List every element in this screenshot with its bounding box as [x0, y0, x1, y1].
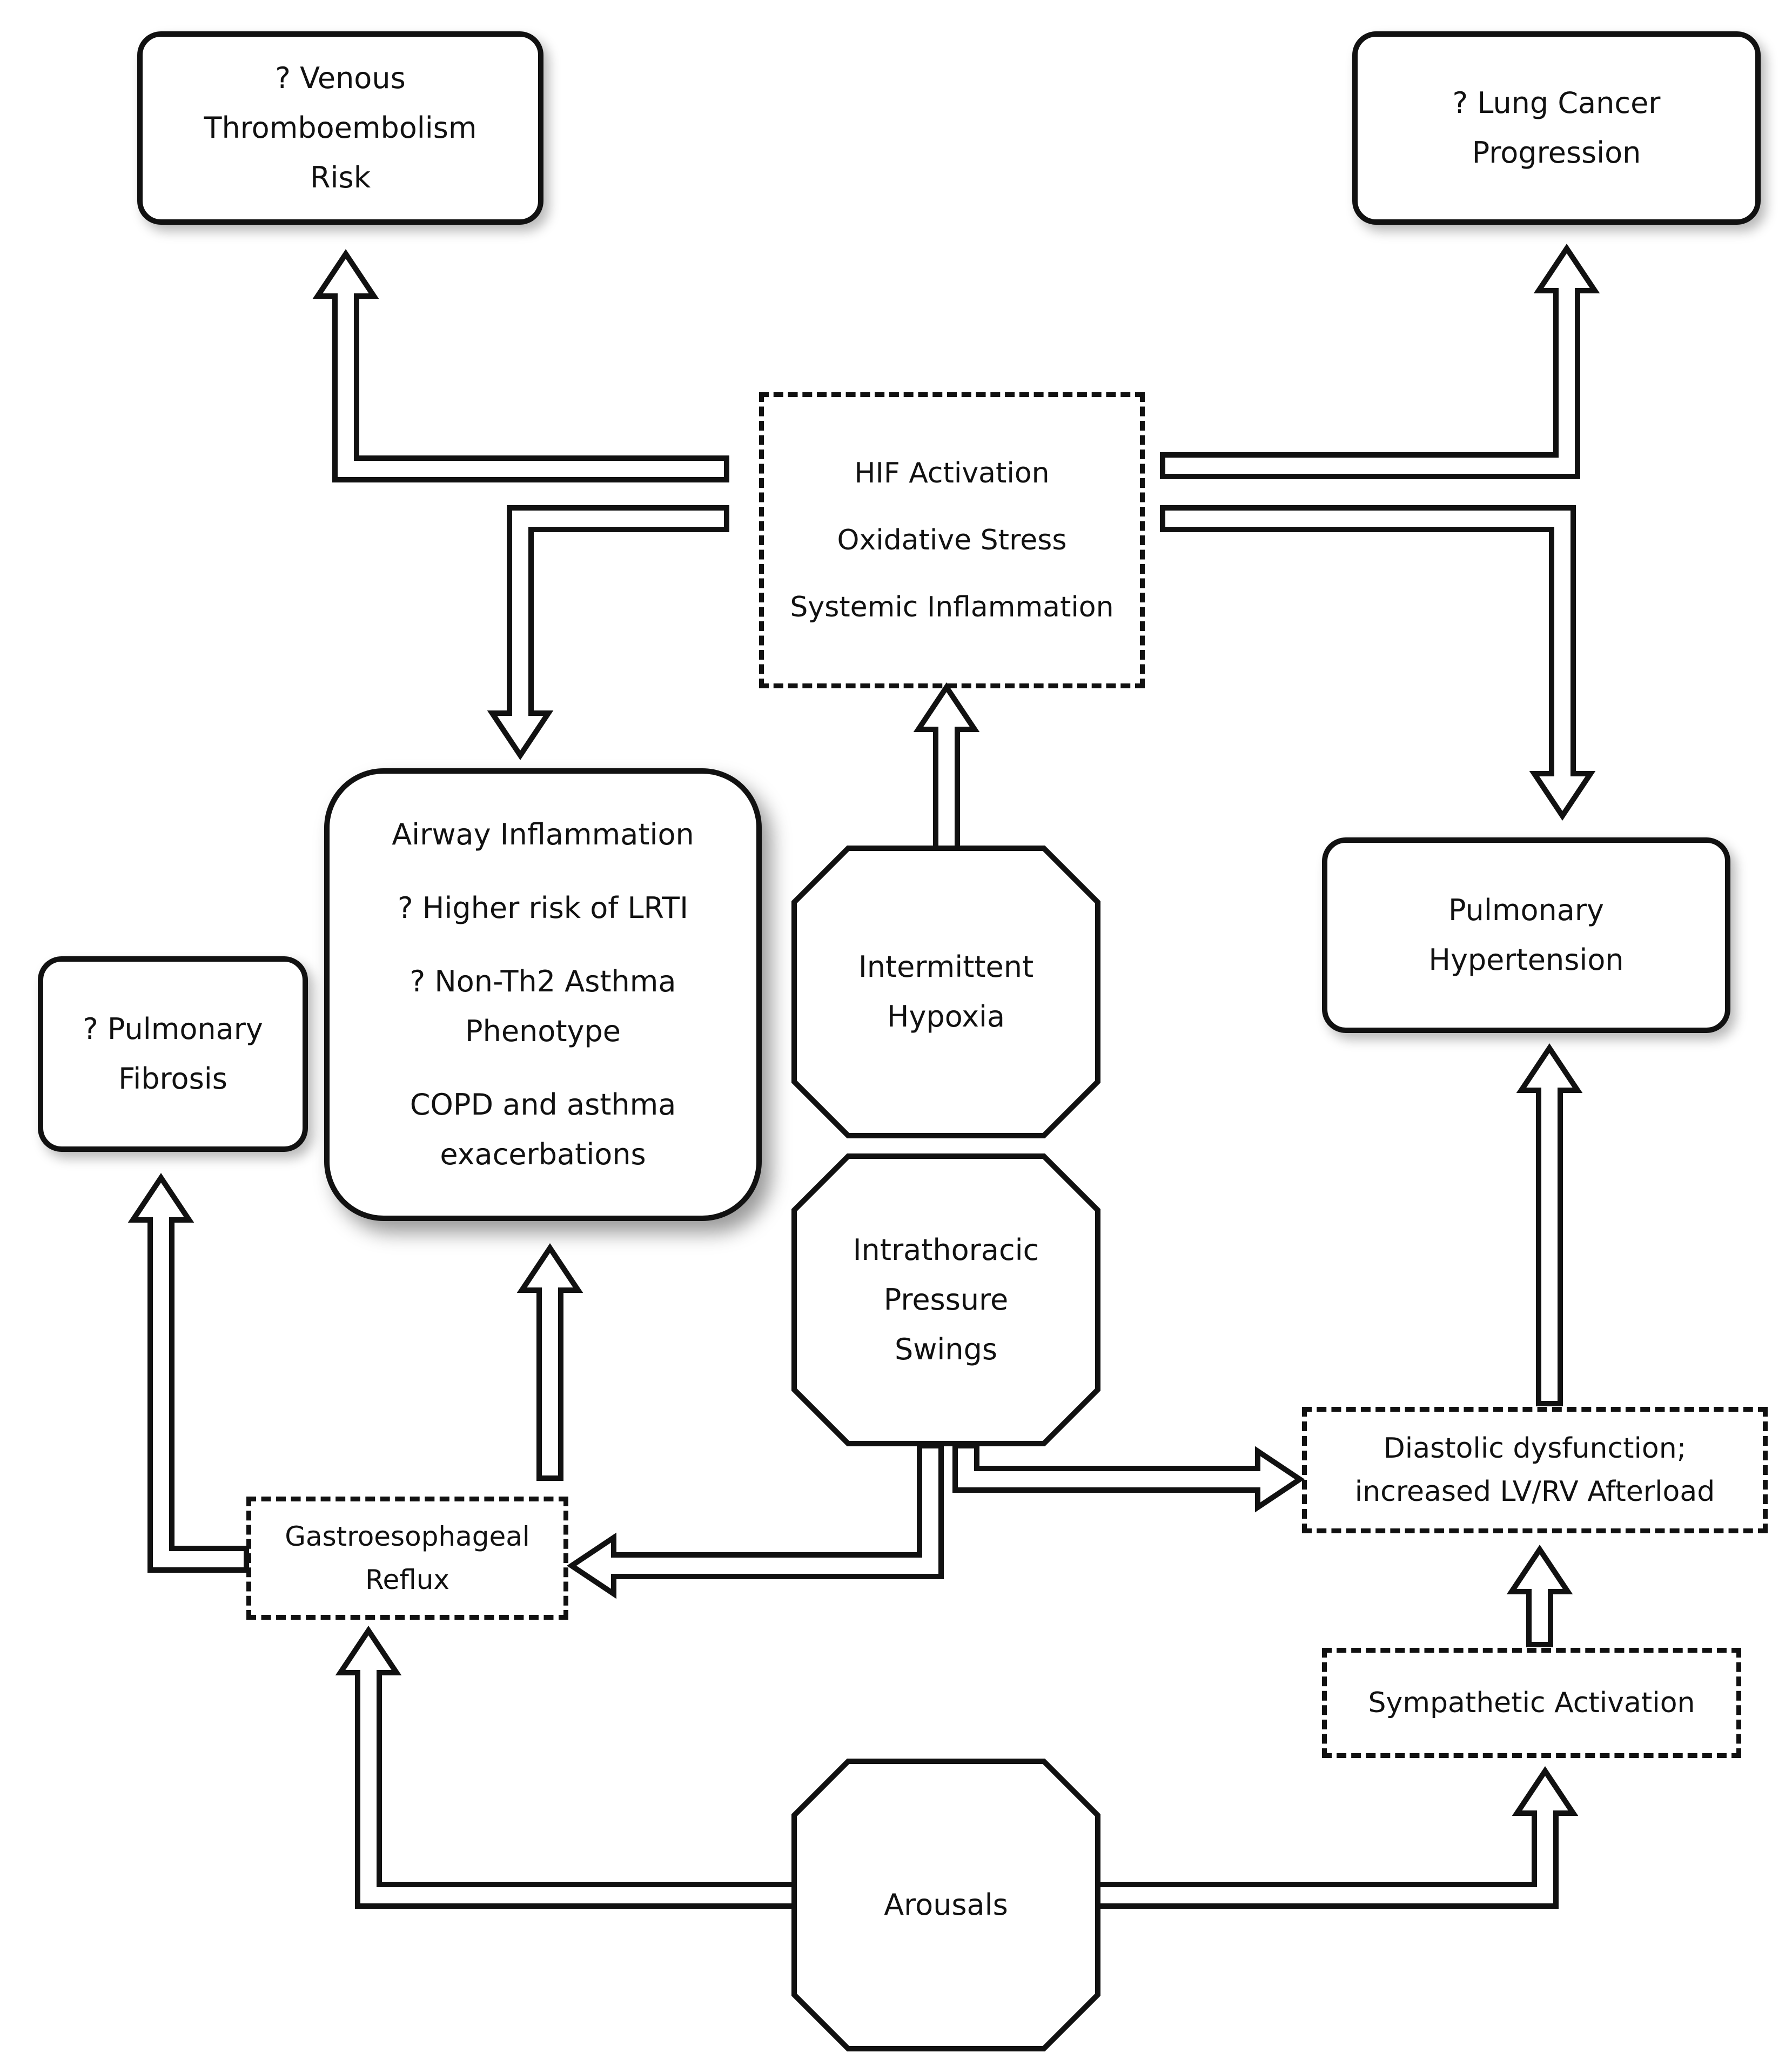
arousals-node: Arousals — [794, 1761, 1098, 2049]
arrow-sympathetic-to-diastolic — [1506, 1544, 1573, 1647]
diastolic-line-2: increased LV/RV Afterload — [1354, 1475, 1715, 1508]
hypoxia-line-2: Hypoxia — [887, 1000, 1005, 1034]
sympathetic-label: Sympathetic Activation — [1368, 1687, 1695, 1719]
hypoxia-line-1: Intermittent — [858, 950, 1034, 984]
arrow-reflux-to-airway — [516, 1243, 583, 1481]
pulmonary-hypertension-node: Pulmonary Hypertension — [1322, 837, 1730, 1033]
airway-line-3: ? Non-Th2 Asthma — [410, 964, 676, 998]
airway-line-5: COPD and asthma — [410, 1088, 676, 1122]
airway-line-2: ? Higher risk of LRTI — [397, 891, 689, 925]
lung-cancer-progression-node: ? Lung Cancer Progression — [1352, 31, 1761, 225]
arrow-mechanisms-to-lung-cancer — [1160, 243, 1600, 479]
mechanisms-line-3: Systemic Inflammation — [790, 591, 1114, 623]
diastolic-dysfunction-node: Diastolic dysfunction; increased LV/RV A… — [1302, 1407, 1768, 1533]
intrathoracic-line-3: Swings — [894, 1332, 998, 1366]
arousals-octagon — [791, 1759, 1100, 2051]
arrow-mechanisms-to-pulmonary-hypertension — [1160, 505, 1596, 821]
mechanisms-line-1: HIF Activation — [854, 457, 1050, 489]
arrow-arousals-to-sympathetic — [1095, 1766, 1579, 1909]
gastroesophageal-reflux-node: Gastroesophageal Reflux — [246, 1497, 568, 1620]
arrow-arousals-to-reflux — [335, 1625, 797, 1909]
lung-cancer-line-1: ? Lung Cancer — [1452, 86, 1661, 120]
arrow-mechanisms-to-vte — [312, 249, 729, 482]
intrathoracic-pressure-node: Intrathoracic Pressure Swings — [794, 1156, 1098, 1444]
reflux-line-2: Reflux — [365, 1564, 450, 1595]
intermittent-hypoxia-node: Intermittent Hypoxia — [794, 848, 1098, 1136]
vte-line-2: Thromboembolism — [204, 111, 477, 145]
mechanisms-line-2: Oxidative Stress — [837, 524, 1067, 556]
intermittent-hypoxia-octagon — [791, 846, 1100, 1138]
venous-thromboembolism-node: ? Venous Thromboembolism Risk — [137, 31, 543, 225]
arrow-hypoxia-to-mechanisms — [913, 682, 980, 851]
airway-line-4: Phenotype — [465, 1014, 621, 1048]
pulmonary-fibrosis-node: ? Pulmonary Fibrosis — [38, 956, 308, 1152]
vte-line-3: Risk — [310, 160, 371, 194]
airway-line-6: exacerbations — [440, 1137, 646, 1171]
arrow-intrathoracic-to-reflux — [566, 1443, 944, 1599]
intrathoracic-pressure-octagon — [791, 1153, 1100, 1446]
arrow-intrathoracic-to-diastolic — [952, 1443, 1305, 1513]
intrathoracic-line-2: Pressure — [883, 1283, 1009, 1317]
intrathoracic-line-1: Intrathoracic — [853, 1233, 1039, 1267]
arrow-diastolic-to-hypertension — [1516, 1043, 1583, 1406]
hypertension-line-2: Hypertension — [1428, 943, 1624, 977]
lung-cancer-line-2: Progression — [1472, 136, 1641, 170]
arrow-mechanisms-to-airway — [487, 505, 729, 761]
arrow-reflux-to-fibrosis — [127, 1172, 249, 1573]
diastolic-line-1: Diastolic dysfunction; — [1383, 1432, 1687, 1465]
arousals-label: Arousals — [884, 1888, 1008, 1922]
sympathetic-activation-node: Sympathetic Activation — [1322, 1648, 1741, 1758]
hypertension-line-1: Pulmonary — [1448, 893, 1604, 927]
vte-line-1: ? Venous — [275, 61, 406, 95]
reflux-line-1: Gastroesophageal — [285, 1521, 530, 1552]
fibrosis-line-1: ? Pulmonary — [83, 1012, 263, 1046]
airway-line-1: Airway Inflammation — [392, 817, 694, 851]
mechanisms-node: HIF Activation Oxidative Stress Systemic… — [759, 392, 1145, 688]
airway-inflammation-node: Airway Inflammation ? Higher risk of LRT… — [324, 768, 762, 1221]
fibrosis-line-2: Fibrosis — [118, 1062, 227, 1096]
